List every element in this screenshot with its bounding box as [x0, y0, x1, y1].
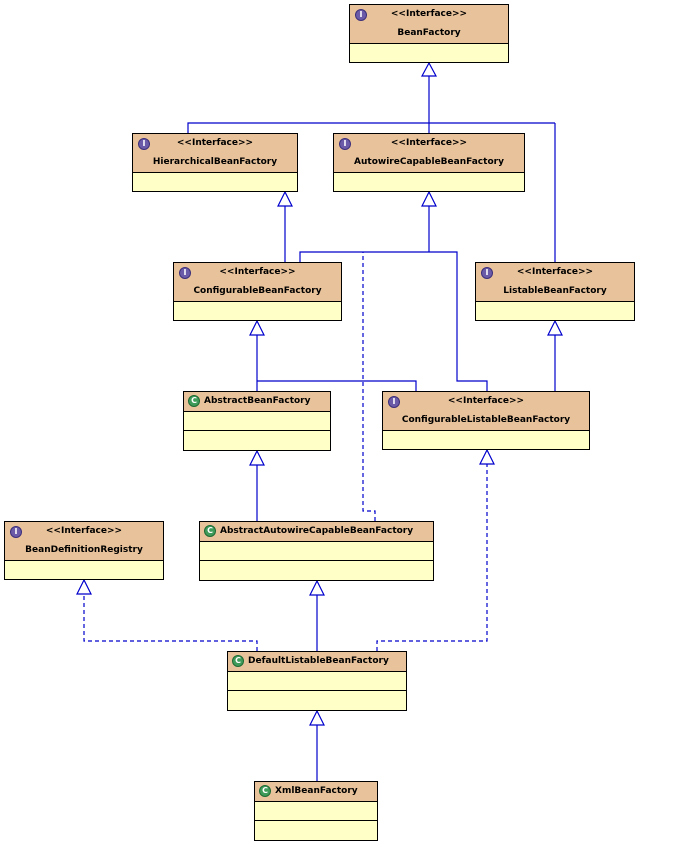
interface-icon: I	[481, 267, 493, 279]
node-configurable-listable-bean-factory[interactable]: I <<Interface>> ConfigurableListableBean…	[382, 391, 590, 450]
stereotype-label: <<Interface>>	[176, 138, 254, 148]
class-name: BeanFactory	[397, 28, 461, 38]
interface-icon: I	[355, 9, 367, 21]
node-xml-bean-factory[interactable]: C XmlBeanFactory	[254, 781, 378, 841]
arrowhead-configlistable	[479, 448, 495, 465]
node-header: C DefaultListableBeanFactory	[228, 652, 406, 672]
node-header: C AbstractBeanFactory	[184, 392, 330, 412]
class-name: ConfigurableBeanFactory	[193, 286, 322, 296]
class-name: XmlBeanFactory	[275, 786, 358, 796]
edge-to-autowirecapable	[299, 206, 488, 391]
class-name: AbstractAutowireCapableBeanFactory	[220, 526, 414, 536]
class-icon: C	[188, 395, 200, 407]
stereotype-label: <<Interface>>	[390, 138, 468, 148]
edge-default-realizes-registry	[83, 594, 258, 651]
node-abstract-autowire-capable-bean-factory[interactable]: C AbstractAutowireCapableBeanFactory	[199, 521, 434, 581]
attributes-section	[174, 302, 341, 320]
node-header: I <<Interface>> ConfigurableBeanFactory	[174, 263, 341, 302]
attributes-section	[184, 412, 330, 431]
node-listable-bean-factory[interactable]: I <<Interface>> ListableBeanFactory	[475, 262, 635, 321]
interface-icon: I	[339, 138, 351, 150]
node-bean-definition-registry[interactable]: I <<Interface>> BeanDefinitionRegistry	[4, 521, 164, 580]
class-name: AbstractBeanFactory	[204, 396, 311, 406]
attributes-section	[476, 302, 634, 320]
node-header: C AbstractAutowireCapableBeanFactory	[200, 522, 433, 542]
node-header: I <<Interface>> BeanFactory	[350, 5, 508, 44]
arrowhead-beanfactory	[420, 61, 438, 77]
class-name: DefaultListableBeanFactory	[248, 656, 389, 666]
stereotype-label: <<Interface>>	[447, 396, 525, 406]
arrowhead-abstractautowire	[309, 579, 325, 596]
node-hierarchical-bean-factory[interactable]: I <<Interface>> HierarchicalBeanFactory	[132, 133, 298, 192]
attributes-section	[200, 542, 433, 561]
interface-icon: I	[179, 267, 191, 279]
node-bean-factory[interactable]: I <<Interface>> BeanFactory	[349, 4, 509, 63]
operations-section	[255, 821, 377, 839]
edge-abstractautowire-realizes-autowirecapable	[362, 252, 376, 521]
node-header: C XmlBeanFactory	[255, 782, 377, 802]
node-header: I <<Interface>> HierarchicalBeanFactory	[133, 134, 297, 173]
arrowhead-autowirecapable	[421, 190, 437, 207]
arrowhead-defaultlistable	[309, 709, 325, 726]
class-icon: C	[204, 525, 216, 537]
arrowhead-hierarchical	[277, 190, 293, 207]
operations-section	[200, 561, 433, 579]
stereotype-label: <<Interface>>	[516, 267, 594, 277]
attributes-section	[334, 173, 524, 191]
interface-icon: I	[388, 396, 400, 408]
node-abstract-bean-factory[interactable]: C AbstractBeanFactory	[183, 391, 331, 451]
class-icon: C	[232, 655, 244, 667]
class-name: HierarchicalBeanFactory	[152, 157, 278, 167]
attributes-section	[350, 44, 508, 62]
node-header: I <<Interface>> BeanDefinitionRegistry	[5, 522, 163, 561]
node-header: I <<Interface>> AutowireCapableBeanFacto…	[334, 134, 524, 173]
attributes-section	[255, 802, 377, 821]
class-name: AutowireCapableBeanFactory	[354, 157, 504, 167]
stereotype-label: <<Interface>>	[45, 526, 123, 536]
class-name: ListableBeanFactory	[503, 286, 607, 296]
operations-section	[228, 691, 406, 709]
class-icon: C	[259, 785, 271, 797]
node-default-listable-bean-factory[interactable]: C DefaultListableBeanFactory	[227, 651, 407, 711]
arrowhead-registry	[76, 578, 92, 595]
node-header: I <<Interface>> ListableBeanFactory	[476, 263, 634, 302]
attributes-section	[383, 431, 589, 449]
node-autowire-capable-bean-factory[interactable]: I <<Interface>> AutowireCapableBeanFacto…	[333, 133, 525, 192]
class-name: ConfigurableListableBeanFactory	[401, 415, 571, 425]
interface-icon: I	[138, 138, 150, 150]
arrowhead-listable	[547, 319, 563, 336]
edge-to-configurablebeanfactory	[256, 335, 417, 391]
edge-default-realizes-configlistable	[376, 464, 488, 651]
attributes-section	[5, 561, 163, 579]
stereotype-label: <<Interface>>	[219, 267, 296, 277]
interface-icon: I	[10, 526, 22, 538]
node-header: I <<Interface>> ConfigurableListableBean…	[383, 392, 589, 431]
edge-hierarchical-to-beanfactory	[187, 76, 556, 262]
arrowhead-configurable	[249, 319, 265, 336]
stereotype-label: <<Interface>>	[390, 9, 468, 19]
attributes-section	[228, 672, 406, 691]
class-name: BeanDefinitionRegistry	[25, 545, 143, 555]
operations-section	[184, 431, 330, 449]
node-configurable-bean-factory[interactable]: I <<Interface>> ConfigurableBeanFactory	[173, 262, 342, 321]
arrowhead-abstractbeanfactory	[249, 449, 265, 466]
attributes-section	[133, 173, 297, 191]
